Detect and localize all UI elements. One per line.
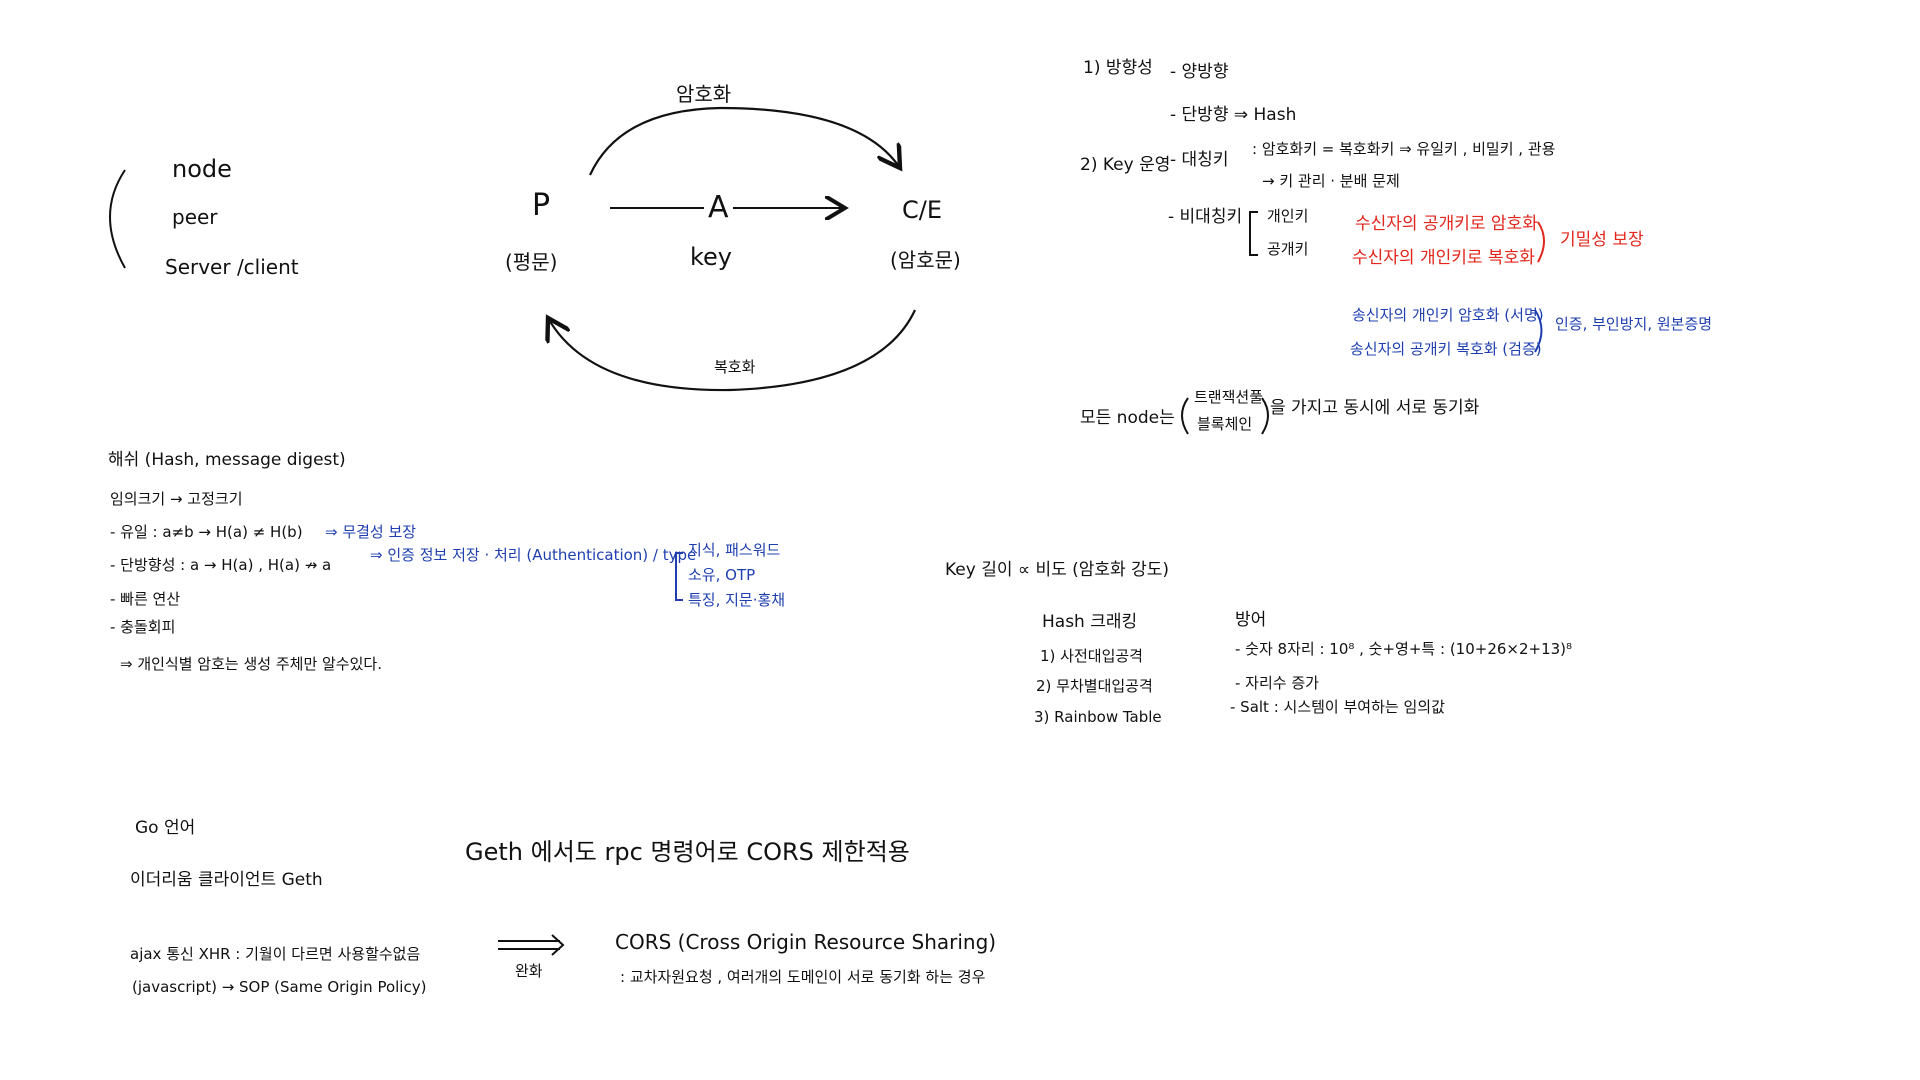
attack-rainbow-table: 3) Rainbow Table bbox=[1034, 708, 1162, 726]
ciphertext-symbol: C/E bbox=[902, 196, 943, 224]
encrypt-arrow bbox=[589, 106, 900, 176]
blue-line-1: 송신자의 개인키 암호화 (서명) bbox=[1352, 306, 1544, 324]
left-paren bbox=[109, 169, 126, 269]
network-item-node: node bbox=[172, 155, 232, 183]
sync-item-transaction-pool: 트랜잭션풀 bbox=[1194, 388, 1264, 406]
hash-oneway-note: ⇒ 인증 정보 저장 · 처리 (Authentication) / type bbox=[370, 546, 697, 564]
sop-policy: (javascript) → SOP (Same Origin Policy) bbox=[132, 978, 427, 996]
defense-length: - 숫자 8자리 : 10⁸ , 숫+영+특 : (10+26×2+13)⁸ bbox=[1235, 640, 1573, 658]
hash-fast: - 빠른 연산 bbox=[110, 590, 181, 608]
sync-suffix: 을 가지고 동시에 서로 동기화 bbox=[1270, 398, 1480, 418]
key-strength-relation: Key 길이 ∝ 비도 (암호화 강도) bbox=[945, 560, 1170, 580]
decrypt-arrow bbox=[548, 309, 916, 392]
hash-collision: - 충돌회피 bbox=[110, 618, 176, 636]
hash-unique-note: ⇒ 무결성 보장 bbox=[325, 523, 417, 541]
symmetric-text: - 대칭키 bbox=[1170, 150, 1229, 170]
algorithm-symbol: A bbox=[704, 190, 733, 226]
arrow-label-relax: 완화 bbox=[515, 962, 543, 980]
key-heading: 2) Key 운영 bbox=[1080, 155, 1171, 175]
private-key-label: 개인키 bbox=[1267, 207, 1309, 225]
symmetric-desc: : 암호화키 = 복호화키 ⇒ 유일키 , 비밀키 , 관용 bbox=[1252, 140, 1556, 158]
symmetric-note: → 키 관리 · 분배 문제 bbox=[1262, 172, 1400, 190]
plaintext-symbol: P bbox=[532, 188, 551, 223]
encrypt-label: 암호화 bbox=[676, 82, 732, 106]
network-item-peer: peer bbox=[172, 205, 218, 229]
hash-conclusion: ⇒ 개인식별 암호는 생성 주체만 알수있다. bbox=[120, 655, 382, 673]
auth-type-possession: 소유, OTP bbox=[688, 566, 756, 584]
double-arrow-icon bbox=[498, 934, 565, 956]
public-key-label: 공개키 bbox=[1267, 240, 1309, 258]
blue-paren bbox=[1534, 309, 1543, 353]
cors-desc: : 교차자원요청 , 여러개의 도메인이 서로 동기화 하는 경우 bbox=[620, 968, 986, 986]
red-result: 기밀성 보장 bbox=[1560, 230, 1644, 250]
unidirectional-text: - 단방향 ⇒ Hash bbox=[1170, 105, 1297, 125]
red-paren bbox=[1537, 221, 1545, 263]
asymmetric-bracket bbox=[1249, 211, 1258, 256]
attack-brute-force: 2) 무차별대입공격 bbox=[1036, 677, 1153, 695]
cors-title: CORS (Cross Origin Resource Sharing) bbox=[615, 930, 997, 954]
hash-title: 해쉬 (Hash, message digest) bbox=[108, 450, 346, 470]
sync-parens bbox=[1181, 397, 1269, 435]
hash-oneway: - 단방향성 : a → H(a) , H(a) ↛ a bbox=[110, 556, 332, 574]
auth-type-knowledge: 지식, 패스워드 bbox=[688, 541, 781, 559]
key-label: key bbox=[690, 243, 733, 271]
attack-dictionary: 1) 사전대입공격 bbox=[1040, 647, 1143, 665]
sync-item-blockchain: 블록체인 bbox=[1197, 415, 1253, 433]
auth-type-bracket bbox=[675, 552, 683, 601]
hash-fixed-size: 임의크기 → 고정크기 bbox=[110, 490, 243, 508]
defense-heading: 방어 bbox=[1235, 610, 1267, 630]
direction-heading: 1) 방향성 bbox=[1083, 58, 1153, 78]
red-line-1: 수신자의 공개키로 암호화 bbox=[1355, 214, 1538, 234]
ethereum-client: 이더리움 클라이언트 Geth bbox=[130, 870, 323, 890]
go-language: Go 언어 bbox=[135, 818, 196, 838]
defense-salt: - Salt : 시스템이 부여하는 임의값 bbox=[1230, 698, 1445, 716]
hash-unique: - 유일 : a≠b → H(a) ≠ H(b) bbox=[110, 523, 303, 541]
ajax-xhr: ajax 통신 XHR : 기월이 다르면 사용할수없음 bbox=[130, 945, 421, 963]
ciphertext-label: (암호문) bbox=[890, 248, 961, 272]
asymmetric-text: - 비대칭키 bbox=[1168, 207, 1243, 227]
red-line-2: 수신자의 개인키로 복호화 bbox=[1352, 248, 1535, 268]
sync-prefix: 모든 node는 bbox=[1080, 408, 1175, 428]
cracking-heading: Hash 크래킹 bbox=[1042, 612, 1138, 632]
defense-digits: - 자리수 증가 bbox=[1235, 674, 1319, 692]
blue-result: 인증, 부인방지, 원본증명 bbox=[1555, 315, 1713, 333]
blue-line-2: 송신자의 공개키 복호화 (검증) bbox=[1350, 340, 1542, 358]
plaintext-label: (평문) bbox=[505, 250, 558, 274]
decrypt-label: 복호화 bbox=[714, 358, 756, 376]
network-item-server-client: Server /client bbox=[165, 255, 299, 279]
auth-type-biometric: 특징, 지문·홍채 bbox=[688, 591, 786, 609]
bidirectional-text: - 양방향 bbox=[1170, 62, 1229, 82]
geth-cors-note: Geth 에서도 rpc 명령어로 CORS 제한적용 bbox=[465, 838, 910, 866]
